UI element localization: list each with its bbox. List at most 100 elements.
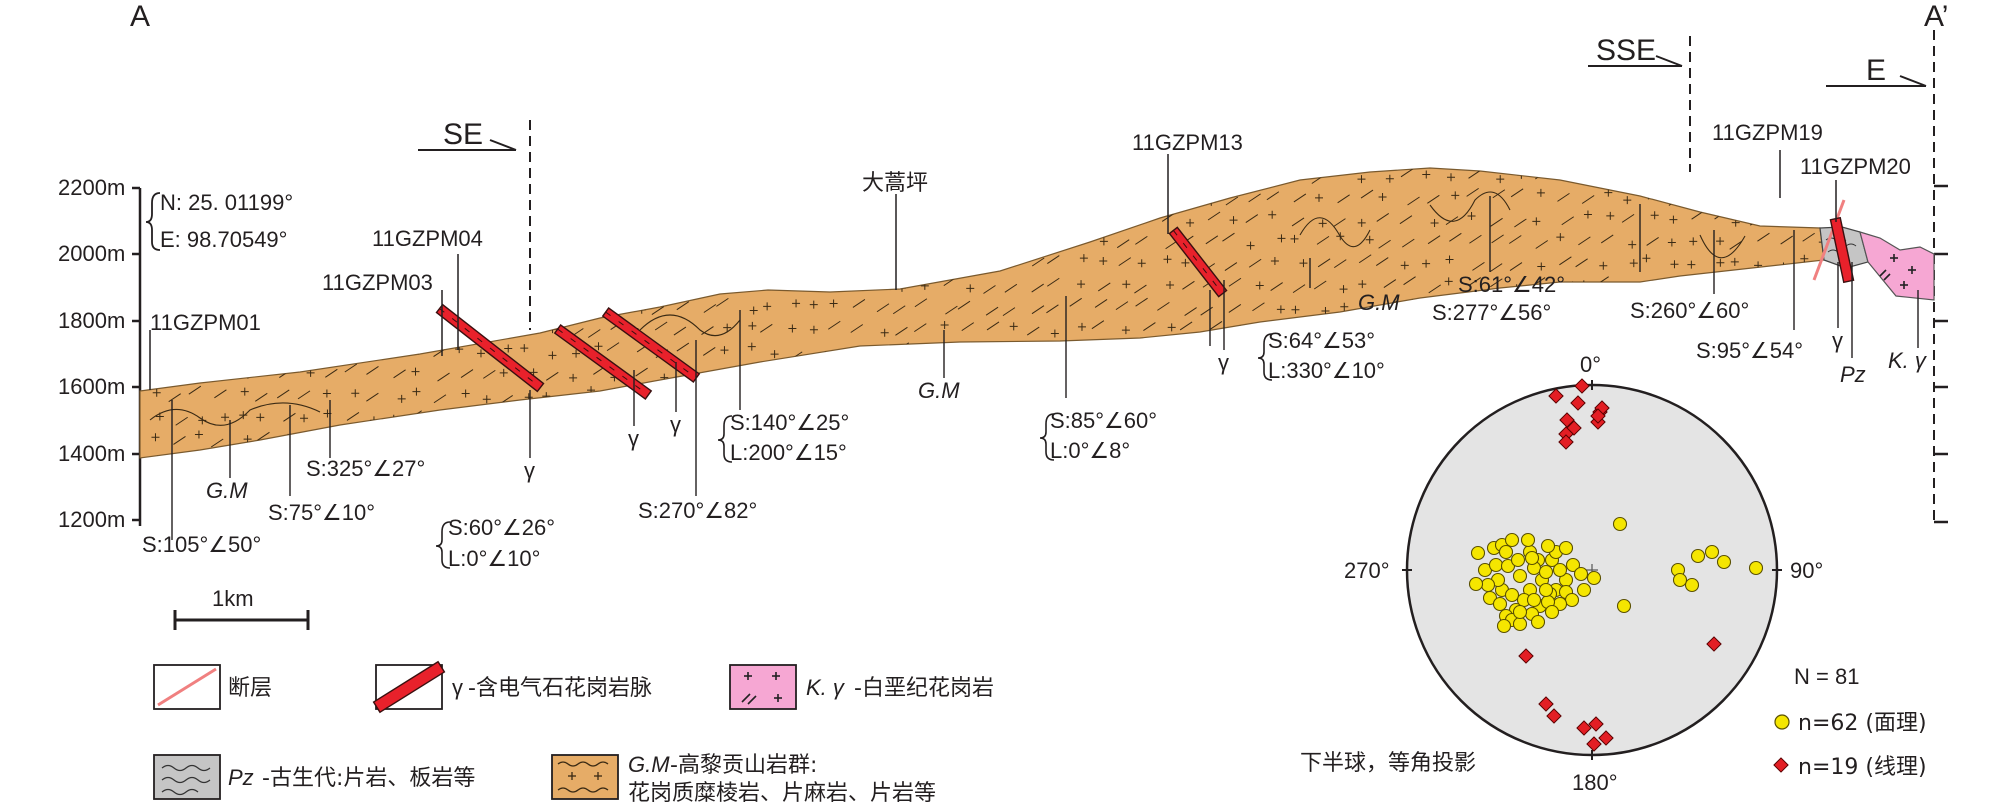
legend-text: -古生代:片岩、板岩等 — [262, 766, 475, 791]
foliation-pole-point — [1674, 574, 1687, 587]
foliation-pole-point — [1512, 554, 1525, 567]
measurement-label: S:325°∠27° — [306, 456, 425, 481]
measurement-label: S:270°∠82° — [638, 498, 757, 523]
measurement-label: S:277°∠56° — [1432, 300, 1551, 325]
direction-label: E — [1866, 54, 1886, 87]
scale-bar: 1km — [175, 586, 308, 630]
foliation-pole-point — [1514, 606, 1527, 619]
right-elevation-axis — [1934, 30, 1948, 524]
unit-label-gm: G.M — [1358, 290, 1400, 315]
foliation-pole-point — [1546, 606, 1559, 619]
direction-arrow-se: SE — [418, 118, 530, 330]
foliation-pole-point — [1566, 594, 1579, 607]
elevation-tick-label: 1400m — [58, 441, 125, 466]
lineation-count-label: n=19 (线理) — [1798, 755, 1927, 780]
sample-site-label: 11GZPM01 — [150, 310, 261, 335]
foliation-pole-point — [1618, 600, 1631, 613]
foliation-pole-point — [1522, 534, 1535, 547]
foliation-pole-point — [1490, 559, 1503, 572]
unit-label-gamma: γ — [1218, 350, 1229, 375]
foliation-pole-point — [1540, 566, 1553, 579]
latitude-label: N: 25. 01199° — [160, 190, 293, 215]
foliation-pole-point — [1614, 518, 1627, 531]
total-count-label: N = 81 — [1794, 664, 1859, 689]
foliation-pole-point — [1514, 618, 1527, 631]
stereonet: 0° 180° 270° 90° — [1344, 352, 1823, 795]
measurement-label: S:95°∠54° — [1696, 338, 1803, 363]
legend-text: -高黎贡山岩群: — [670, 753, 817, 778]
direction-label: SSE — [1596, 34, 1656, 67]
legend-item-fault: 断层 — [154, 665, 272, 709]
cretaceous-granite-unit — [1860, 232, 1934, 300]
foliation-pole-point — [1578, 584, 1591, 597]
legend-item-pz: Pz -古生代:片岩、板岩等 — [154, 755, 475, 799]
projection-label: 下半球，等角投影 — [1300, 751, 1476, 776]
foliation-pole-point — [1532, 616, 1545, 629]
measurement-label: L:0°∠10° — [448, 546, 540, 571]
legend-prefix: K. γ — [806, 675, 846, 700]
sample-site-label: 11GZPM13 — [1132, 130, 1243, 155]
longitude-label: E: 98.70549° — [160, 227, 287, 252]
measurement-label: S:75°∠10° — [268, 500, 375, 525]
measurement-label: S:85°∠60° — [1050, 408, 1157, 433]
sample-site-label: 11GZPM04 — [372, 226, 483, 251]
foliation-pole-point — [1588, 572, 1601, 585]
elevation-tick-label: 2000m — [58, 241, 125, 266]
direction-label: SE — [443, 118, 483, 151]
legend-prefix: G.M — [628, 752, 670, 777]
unit-label-gm: G.M — [918, 378, 960, 403]
foliation-pole-point — [1560, 542, 1573, 555]
section-start-label: A — [130, 0, 150, 33]
unit-label-gm: G.M — [206, 478, 248, 503]
measurement-label: S:105°∠50° — [142, 532, 261, 557]
measurement-label: L:200°∠15° — [730, 440, 847, 465]
direction-arrow-sse: SSE — [1588, 34, 1690, 172]
foliation-pole-point — [1750, 562, 1763, 575]
legend-item-gm: G.M -高黎贡山岩群: 花岗质糜棱岩、片麻岩、片岩等 — [552, 752, 936, 803]
measurement-label: S:140°∠25° — [730, 410, 849, 435]
foliation-pole-point — [1498, 620, 1511, 633]
foliation-pole-point — [1506, 534, 1519, 547]
unit-label-gamma: γ — [1832, 328, 1843, 353]
foliation-pole-point — [1554, 564, 1567, 577]
foliation-pole-point — [1482, 579, 1495, 592]
measurement-label: S:64°∠53° — [1268, 328, 1375, 353]
unit-label-kgamma: K. γ — [1888, 348, 1928, 373]
sample-site-label: 11GZPM03 — [322, 270, 433, 295]
stereonet-north-label: 0° — [1580, 352, 1601, 377]
foliation-pole-point — [1494, 598, 1507, 611]
elevation-tick-label: 1600m — [58, 374, 125, 399]
stereonet-legend: N = 81 n=62 (面理) n=19 (线理) — [1774, 664, 1927, 780]
foliation-pole-point — [1540, 584, 1553, 597]
foliation-pole-point — [1470, 578, 1483, 591]
stereonet-west-label: 270° — [1344, 558, 1390, 583]
foliation-count-label: n=62 (面理) — [1798, 711, 1927, 736]
elevation-tick-label: 2200m — [58, 175, 125, 200]
elevation-tick-label: 1800m — [58, 308, 125, 333]
sample-site-label: 11GZPM20 — [1800, 154, 1911, 179]
direction-arrow-e: E — [1826, 54, 1926, 87]
foliation-pole-point — [1506, 589, 1519, 602]
legend-item-kgamma: K. γ -白垩纪花岗岩 — [730, 665, 994, 709]
section-end-label: A’ — [1924, 0, 1948, 33]
legend-text-line2: 花岗质糜棱岩、片麻岩、片岩等 — [628, 781, 936, 803]
legend: 断层 γ -含电气石花岗岩脉 K. γ -白垩纪花岗岩 Pz -古 — [154, 662, 994, 803]
foliation-pole-point — [1686, 579, 1699, 592]
foliation-pole-point — [1500, 546, 1513, 559]
section-coordinates: N: 25. 01199° E: 98.70549° — [146, 190, 293, 252]
foliation-pole-point — [1528, 594, 1541, 607]
scale-bar-label: 1km — [212, 586, 254, 611]
foliation-pole-point — [1692, 550, 1705, 563]
sample-site-label: 11GZPM19 — [1712, 120, 1823, 145]
foliation-pole-point — [1542, 540, 1555, 553]
measurement-label: S:60°∠26° — [448, 515, 555, 540]
lineation-legend-symbol — [1774, 758, 1788, 772]
place-name-label: 大蒿坪 — [862, 171, 928, 196]
measurement-label: S:260°∠60° — [1630, 298, 1749, 323]
unit-label-pz: Pz — [1840, 362, 1866, 387]
measurement-label: L:0°∠8° — [1050, 438, 1130, 463]
elevation-axis: 2200m 2000m 1800m 1600m 1400m 1200m — [58, 175, 140, 532]
foliation-pole-point — [1526, 552, 1539, 565]
legend-item-vein: γ -含电气石花岗岩脉 — [374, 662, 652, 712]
